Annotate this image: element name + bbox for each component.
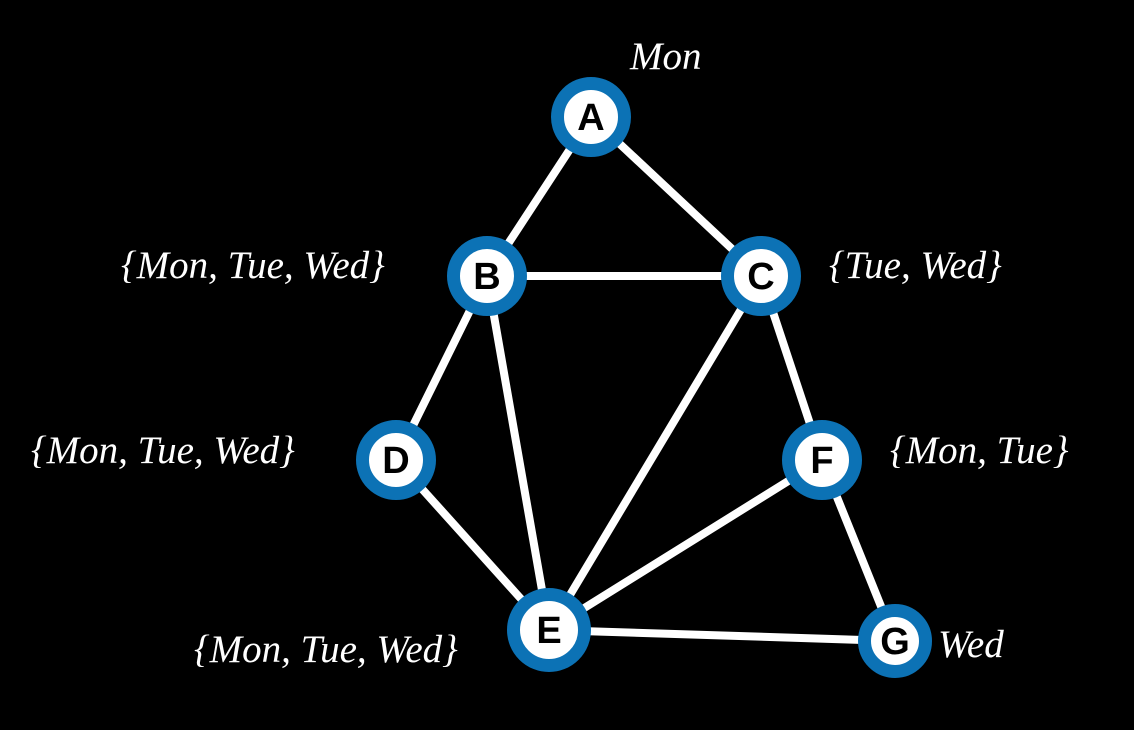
node-letter-a: A	[577, 97, 604, 139]
node-circle-f	[782, 420, 862, 500]
node-layer: A B C D E F G	[356, 77, 932, 678]
node-letter-d: D	[382, 440, 409, 482]
node-circle-e	[507, 588, 591, 672]
domain-label-b: {Mon, Tue, Wed}	[121, 244, 385, 287]
node-g[interactable]: G	[858, 604, 932, 678]
node-letter-e: E	[536, 610, 561, 652]
node-circle-b	[447, 236, 527, 316]
node-b[interactable]: B	[447, 236, 527, 316]
edge-c-e	[545, 272, 765, 634]
domain-label-c: {Tue, Wed}	[829, 244, 1002, 287]
edge-b-e	[483, 272, 553, 634]
node-circle-a	[551, 77, 631, 157]
domain-label-f: {Mon, Tue}	[890, 429, 1069, 472]
edge-e-g	[545, 626, 899, 645]
edge-layer	[392, 113, 899, 645]
node-letter-f: F	[810, 440, 833, 482]
node-letter-b: B	[473, 256, 500, 298]
node-circle-g	[858, 604, 932, 678]
node-circle-c	[721, 236, 801, 316]
domain-label-e: {Mon, Tue, Wed}	[194, 628, 458, 671]
node-a[interactable]: A	[551, 77, 631, 157]
node-e[interactable]: E	[507, 588, 591, 672]
node-letter-g: G	[880, 621, 910, 663]
node-c[interactable]: C	[721, 236, 801, 316]
node-letter-c: C	[747, 256, 774, 298]
node-circle-d	[356, 420, 436, 500]
domain-label-g: Wed	[938, 623, 1004, 666]
node-f[interactable]: F	[782, 420, 862, 500]
domain-label-a: Mon	[630, 35, 702, 78]
domain-label-d: {Mon, Tue, Wed}	[31, 429, 295, 472]
edge-e-f	[545, 456, 826, 634]
node-d[interactable]: D	[356, 420, 436, 500]
